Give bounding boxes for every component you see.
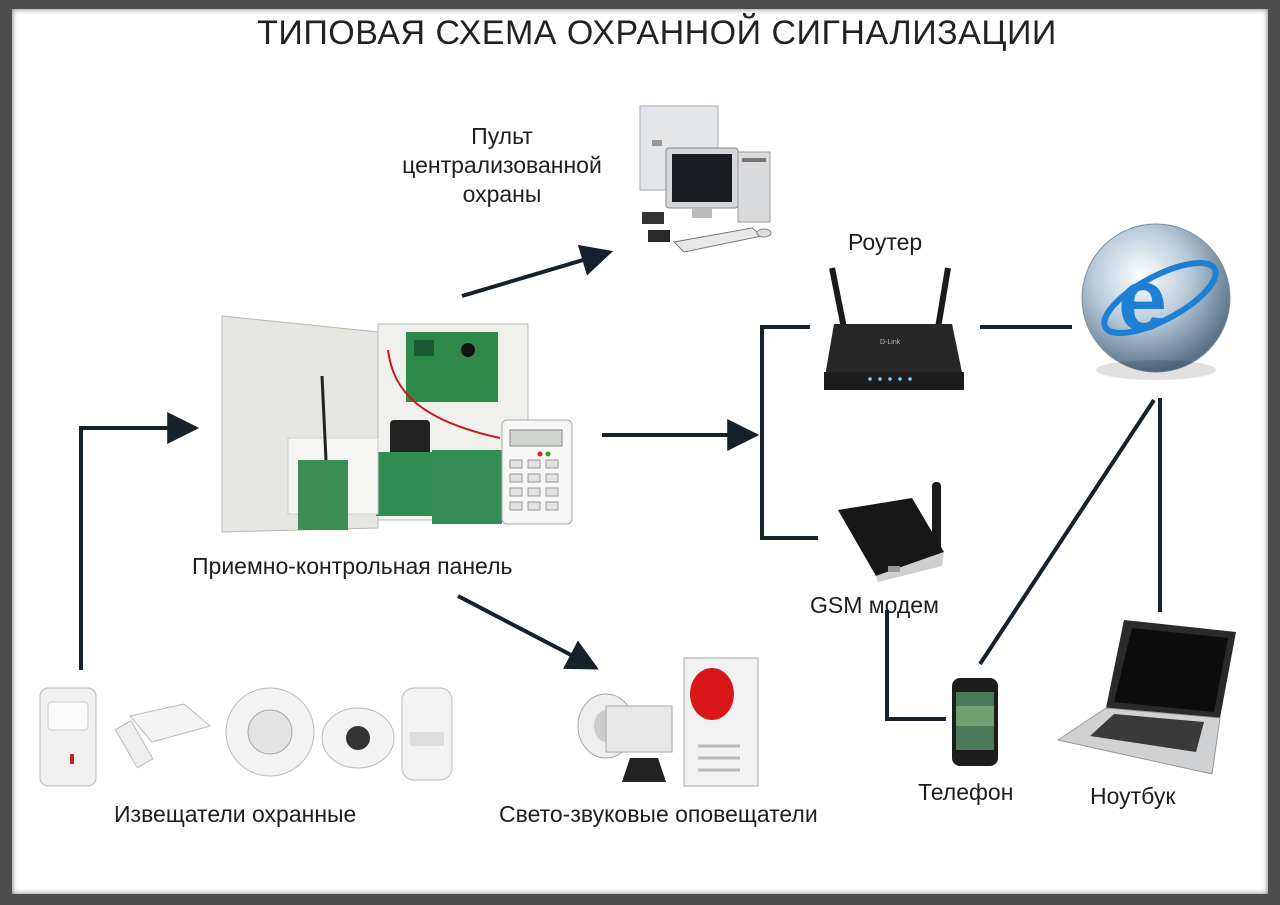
gsm-to-phone-line [885,610,946,721]
router-brand: D-Link [880,339,901,346]
workstation-computer-icon [639,105,772,253]
laptop-icon [1056,620,1236,775]
gsm-modem-label: GSM модем [810,592,939,618]
central-station-label: Пульт централизованной охраны [382,122,622,209]
phone-icon [952,678,998,766]
detectors-to-panel-arrow [79,412,200,670]
panel-to-alarms-arrow [457,594,599,670]
control-panel-icon [221,315,573,533]
central-station-label-line2: централизованной [402,152,602,178]
internet-explorer-globe-icon: e [1081,223,1231,380]
branch-bracket [760,325,818,540]
panel-to-station-arrow [461,244,614,298]
gsm-modem-icon [838,482,944,582]
router-icon: D-Link [824,267,964,390]
control-panel-label: Приемно-контрольная панель [192,553,513,579]
detectors-label: Извещатели охранные [114,801,357,827]
central-station-label-line3: охраны [462,181,542,207]
laptop-label: Ноутбук [1090,783,1176,809]
internet-to-phone-line [978,398,1156,666]
central-station-label-line1: Пульт [471,123,533,149]
router-label: Роутер [848,229,923,255]
security-detectors-icon [39,687,453,787]
phone-label: Телефон [918,779,1014,805]
diagram-title: ТИПОВАЯ СХЕМА ОХРАННОЙ СИГНАЛИЗАЦИИ [257,14,1057,52]
siren-and-strobe-icon [577,657,759,787]
alarms-label: Свето-звуковые оповещатели [499,801,818,827]
